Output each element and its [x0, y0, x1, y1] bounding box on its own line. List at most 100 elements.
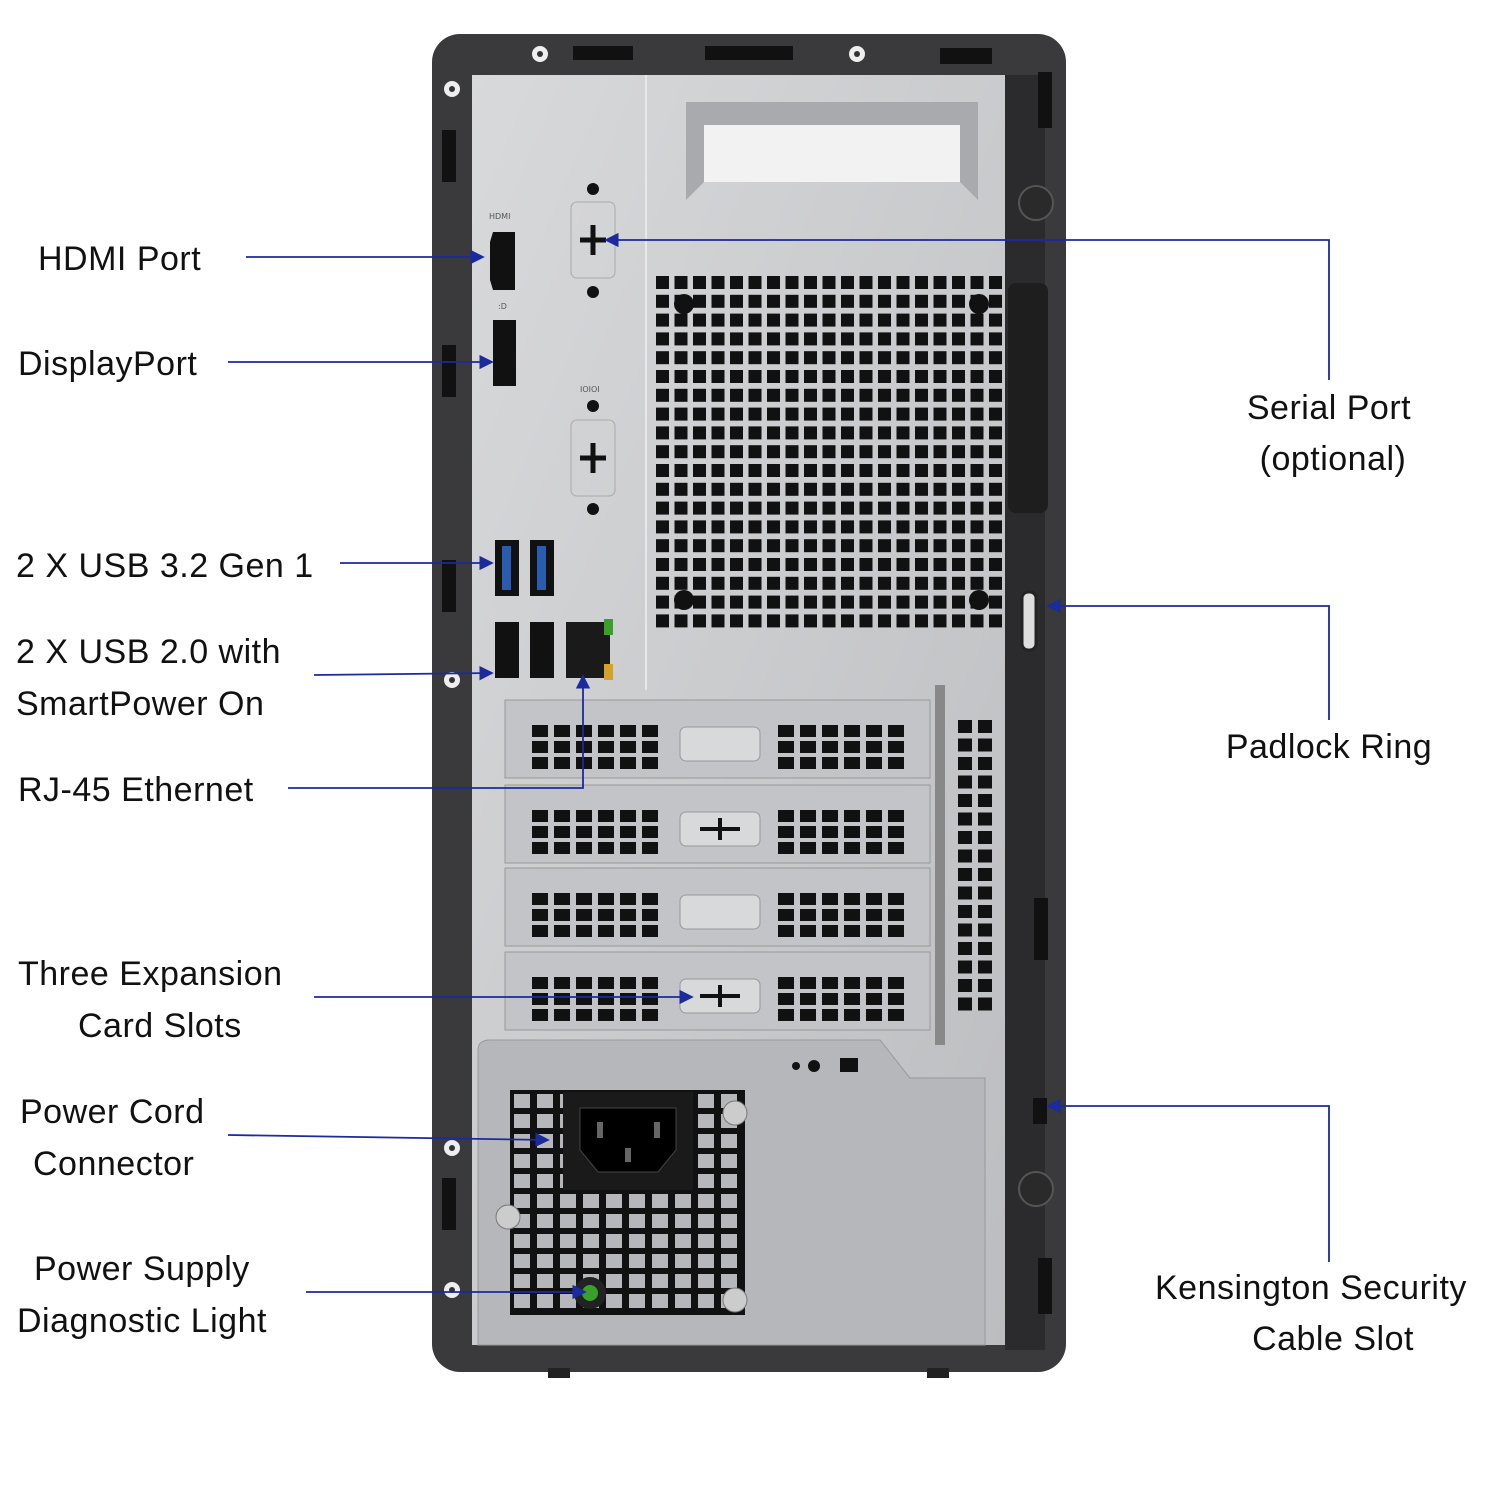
vent-hole	[656, 332, 669, 346]
power-supply	[477, 1039, 986, 1346]
vent-hole	[554, 1009, 570, 1021]
vent-hole	[730, 576, 743, 590]
vent-hole	[730, 313, 743, 327]
vent-hole	[804, 558, 817, 571]
vent-hole	[785, 407, 799, 421]
vent-hole	[674, 407, 688, 421]
vent-hole	[778, 826, 794, 838]
vent-hole	[866, 1009, 882, 1021]
vent-hole	[958, 942, 972, 955]
vent-hole	[767, 482, 780, 496]
vent-hole	[800, 977, 816, 989]
vent-hole	[844, 1009, 860, 1021]
vent-hole	[620, 842, 636, 854]
vent-hole	[933, 520, 947, 534]
vent-hole	[620, 725, 636, 737]
vent-hole	[730, 501, 743, 515]
vent-hole	[514, 1294, 530, 1308]
vent-hole	[822, 909, 838, 921]
vent-hole	[748, 294, 762, 308]
vent-hole	[748, 313, 762, 327]
vent-hole	[554, 925, 570, 937]
vent-hole	[554, 993, 570, 1005]
vent-hole	[822, 826, 838, 838]
vent-hole	[711, 313, 725, 327]
vent-hole	[896, 539, 910, 553]
vent-hole	[958, 775, 972, 789]
thumbscrew-icon	[1018, 185, 1054, 221]
vent-hole	[583, 1254, 599, 1268]
vent-hole	[532, 757, 548, 769]
vent-hole	[785, 558, 799, 571]
displayport-port[interactable]	[493, 320, 516, 386]
vent-hole	[730, 294, 743, 308]
vent-hole	[915, 501, 928, 515]
vent-hole	[767, 501, 780, 515]
vent-hole	[711, 595, 725, 609]
vent-hole	[970, 445, 984, 459]
vent-hole	[642, 893, 658, 905]
vent-hole	[675, 1234, 691, 1248]
hdmi-port[interactable]	[490, 232, 515, 290]
vent-hole	[859, 576, 873, 590]
vent-hole	[878, 388, 891, 402]
vent-hole	[656, 426, 669, 440]
padlock-ring[interactable]	[1020, 590, 1038, 652]
vent-hole	[674, 370, 688, 383]
vent-hole	[866, 810, 882, 822]
vent-hole	[878, 351, 891, 365]
vent-hole	[532, 810, 548, 822]
vent-hole	[952, 407, 965, 421]
vent-hole	[978, 979, 992, 992]
vent-hole	[606, 1194, 622, 1208]
vent-hole	[748, 520, 762, 534]
vent-hole	[730, 351, 743, 365]
vent-hole	[952, 276, 965, 289]
vent-hole	[767, 445, 780, 459]
vent-hole	[785, 294, 799, 308]
usb2-port[interactable]	[495, 622, 519, 678]
vent-hole	[767, 407, 780, 421]
vent-hole	[656, 482, 669, 496]
vent-hole	[532, 977, 548, 989]
vent-hole	[698, 1254, 714, 1268]
vent-hole	[978, 997, 992, 1011]
vent-hole	[711, 388, 725, 402]
vent-hole	[970, 464, 984, 477]
vent-hole	[878, 445, 891, 459]
vent-hole	[767, 576, 780, 590]
vent-hole	[721, 1274, 737, 1288]
vent-hole	[711, 407, 725, 421]
vent-hole	[537, 1114, 553, 1128]
vent-hole	[989, 407, 1002, 421]
vent-hole	[652, 1194, 668, 1208]
vent-hole	[866, 842, 882, 854]
vent-hole	[978, 942, 992, 955]
vent-hole	[896, 595, 910, 609]
vent-hole	[642, 977, 658, 989]
vent-hole	[514, 1174, 530, 1188]
vent-hole	[785, 276, 799, 289]
vent-hole	[859, 407, 873, 421]
vent-hole	[642, 993, 658, 1005]
vent-hole	[576, 893, 592, 905]
vent-hole	[620, 977, 636, 989]
vent-hole	[822, 464, 836, 477]
label-psu-light-line1: Power Supply	[34, 1250, 250, 1288]
usb2-port[interactable]	[530, 622, 554, 678]
vent-hole	[693, 464, 706, 477]
vent-hole	[841, 576, 854, 590]
vent-hole	[778, 810, 794, 822]
vent-hole	[721, 1194, 737, 1208]
vent-hole	[674, 276, 688, 289]
vent-hole	[841, 332, 854, 346]
kensington-slot[interactable]	[1033, 1098, 1047, 1124]
vent-hole	[822, 276, 836, 289]
vent-hole	[629, 1254, 645, 1268]
vent-hole	[620, 909, 636, 921]
vent-hole	[822, 445, 836, 459]
vent-hole	[896, 407, 910, 421]
vent-hole	[576, 925, 592, 937]
rj45-port[interactable]	[566, 622, 610, 678]
label-rj45: RJ-45 Ethernet	[18, 771, 254, 809]
